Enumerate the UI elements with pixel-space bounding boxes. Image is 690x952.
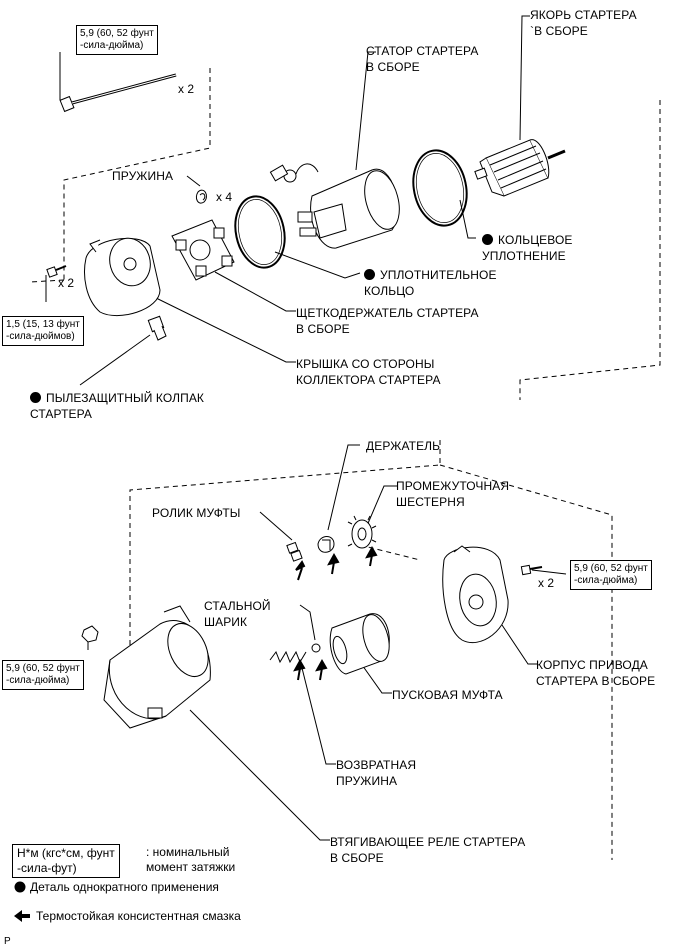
solenoid-nut [81, 625, 99, 643]
solenoid-part [103, 605, 211, 729]
label-brush-holder: ЩЕТКОДЕРЖАТЕЛЬ СТАРТЕРА В СБОРЕ [296, 306, 479, 336]
idler-gear-part [347, 515, 377, 549]
assembly-dashed-line [29, 279, 65, 283]
legend-single-use: Деталь однократного применения [30, 880, 219, 894]
torque-through-bolt: 5,9 (60, 52 фунт -сила-дюйма) [76, 25, 158, 55]
footer-letter: P [4, 936, 11, 947]
qty-through-bolt: x 2 [178, 82, 195, 96]
label-armature: ЯКОРЬ СТАРТЕРА `В СБОРЕ [530, 8, 637, 38]
steel-ball-part [311, 643, 321, 653]
assembly-dashed-line [519, 100, 661, 400]
assembly-dashed-line [359, 544, 421, 561]
label-drive-housing: КОРПУС ПРИВОДА СТАРТЕРА В СБОРЕ [536, 658, 656, 688]
torque-housing-bolt: 5,9 (60, 52 фунт -сила-дюйма) [570, 560, 652, 590]
single-use-dot-icon [364, 269, 375, 280]
assembly-dashed-line [129, 440, 441, 650]
qty-cover-screw: x 2 [58, 276, 75, 290]
dust-cap [147, 315, 167, 341]
label-dust-cap-text: ПЫЛЕЗАЩИТНЫЙ КОЛПАК СТАРТЕРА [30, 391, 205, 421]
qty-housing-bolt: x 2 [538, 576, 555, 590]
housing-bolt [520, 564, 543, 576]
qty-spring: x 4 [216, 190, 233, 204]
starter-clutch-part [329, 613, 390, 675]
through-bolt [59, 73, 177, 113]
single-use-dot-icon [30, 392, 41, 403]
brush-spring [195, 189, 207, 204]
label-spring: ПРУЖИНА [112, 169, 174, 183]
leader-armature [519, 15, 530, 141]
retainer-part [317, 536, 335, 553]
leader-seal-ring [274, 251, 361, 279]
drive-housing-part [442, 545, 509, 644]
label-o-ring-text: КОЛЬЦЕВОЕ УПЛОТНЕНИЕ [482, 233, 573, 263]
label-return-spring: ВОЗВРАТНАЯ ПРУЖИНА [336, 758, 417, 788]
label-steel-ball: СТАЛЬНОЙ ШАРИК [204, 599, 271, 629]
leader-retainer [327, 444, 360, 531]
label-clutch-roller: РОЛИК МУФТЫ [152, 506, 241, 520]
label-seal-ring-text: УПЛОТНИТЕЛЬНОЕ КОЛЬЦО [364, 268, 497, 298]
leader-spring [186, 175, 201, 187]
leader-stator [355, 51, 376, 171]
label-solenoid: ВТЯГИВАЮЩЕЕ РЕЛЕ СТАРТЕРА В СБОРЕ [330, 835, 526, 865]
label-retainer: ДЕРЖАТЕЛЬ [366, 439, 441, 453]
assembly-dashed-line [63, 68, 211, 280]
grease-arrow-legend [14, 910, 30, 922]
single-use-dot-icon [482, 234, 493, 245]
torque-cover-screw: 1,5 (15, 13 фунт -сила-дюймов) [2, 316, 84, 346]
stator-assembly [269, 163, 400, 249]
armature-assembly [474, 139, 566, 197]
leader-steel-ball [299, 604, 316, 641]
leader-idler-gear [365, 485, 398, 529]
single-use-dot-legend [14, 881, 26, 893]
commutator-end-cover [84, 237, 161, 316]
legend-unit-box: Н*м (кгс*см, фунт -сила-фут) [12, 844, 120, 878]
leader-brush-holder [214, 271, 296, 312]
seal-ring-shape [234, 195, 286, 269]
clutch-roller [286, 541, 303, 562]
torque-solenoid-nut: 5,9 (60, 52 фунт -сила-дюйма) [2, 660, 84, 690]
leader-drive-housing [501, 624, 538, 665]
legend-grease: Термостойкая консистентная смазка [36, 909, 241, 923]
assembly-dashed-line [439, 464, 613, 860]
leader-return-spring [299, 659, 336, 765]
legend-unit-desc: : номинальный момент затяжки [146, 845, 236, 874]
label-seal-ring: УПЛОТНИТЕЛЬНОЕ КОЛЬЦО [364, 267, 497, 299]
brush-holder-assembly [171, 219, 235, 281]
o-ring-shape [412, 149, 468, 227]
return-spring-part [269, 650, 307, 664]
leader-dust-cap [79, 334, 151, 386]
label-starter-clutch: ПУСКОВАЯ МУФТА [392, 688, 503, 702]
label-commutator-cover: КРЫШКА СО СТОРОНЫ КОЛЛЕКТОРА СТАРТЕРА [296, 357, 441, 387]
label-idler-gear: ПРОМЕЖУТОЧНАЯ ШЕСТЕРНЯ [396, 479, 510, 509]
label-stator: СТАТОР СТАРТЕРА В СБОРЕ [366, 44, 479, 74]
label-o-ring: КОЛЬЦЕВОЕ УПЛОТНЕНИЕ [482, 232, 573, 264]
label-dust-cap: ПЫЛЕЗАЩИТНЫЙ КОЛПАК СТАРТЕРА [30, 390, 204, 422]
leader-solenoid [189, 709, 330, 841]
cover-screw [46, 265, 67, 278]
leader-torque-housing-bolt [531, 569, 567, 575]
grease-arrows [293, 545, 378, 681]
leader-commutator-cover [149, 294, 296, 363]
leader-clutch-roller [259, 511, 293, 541]
